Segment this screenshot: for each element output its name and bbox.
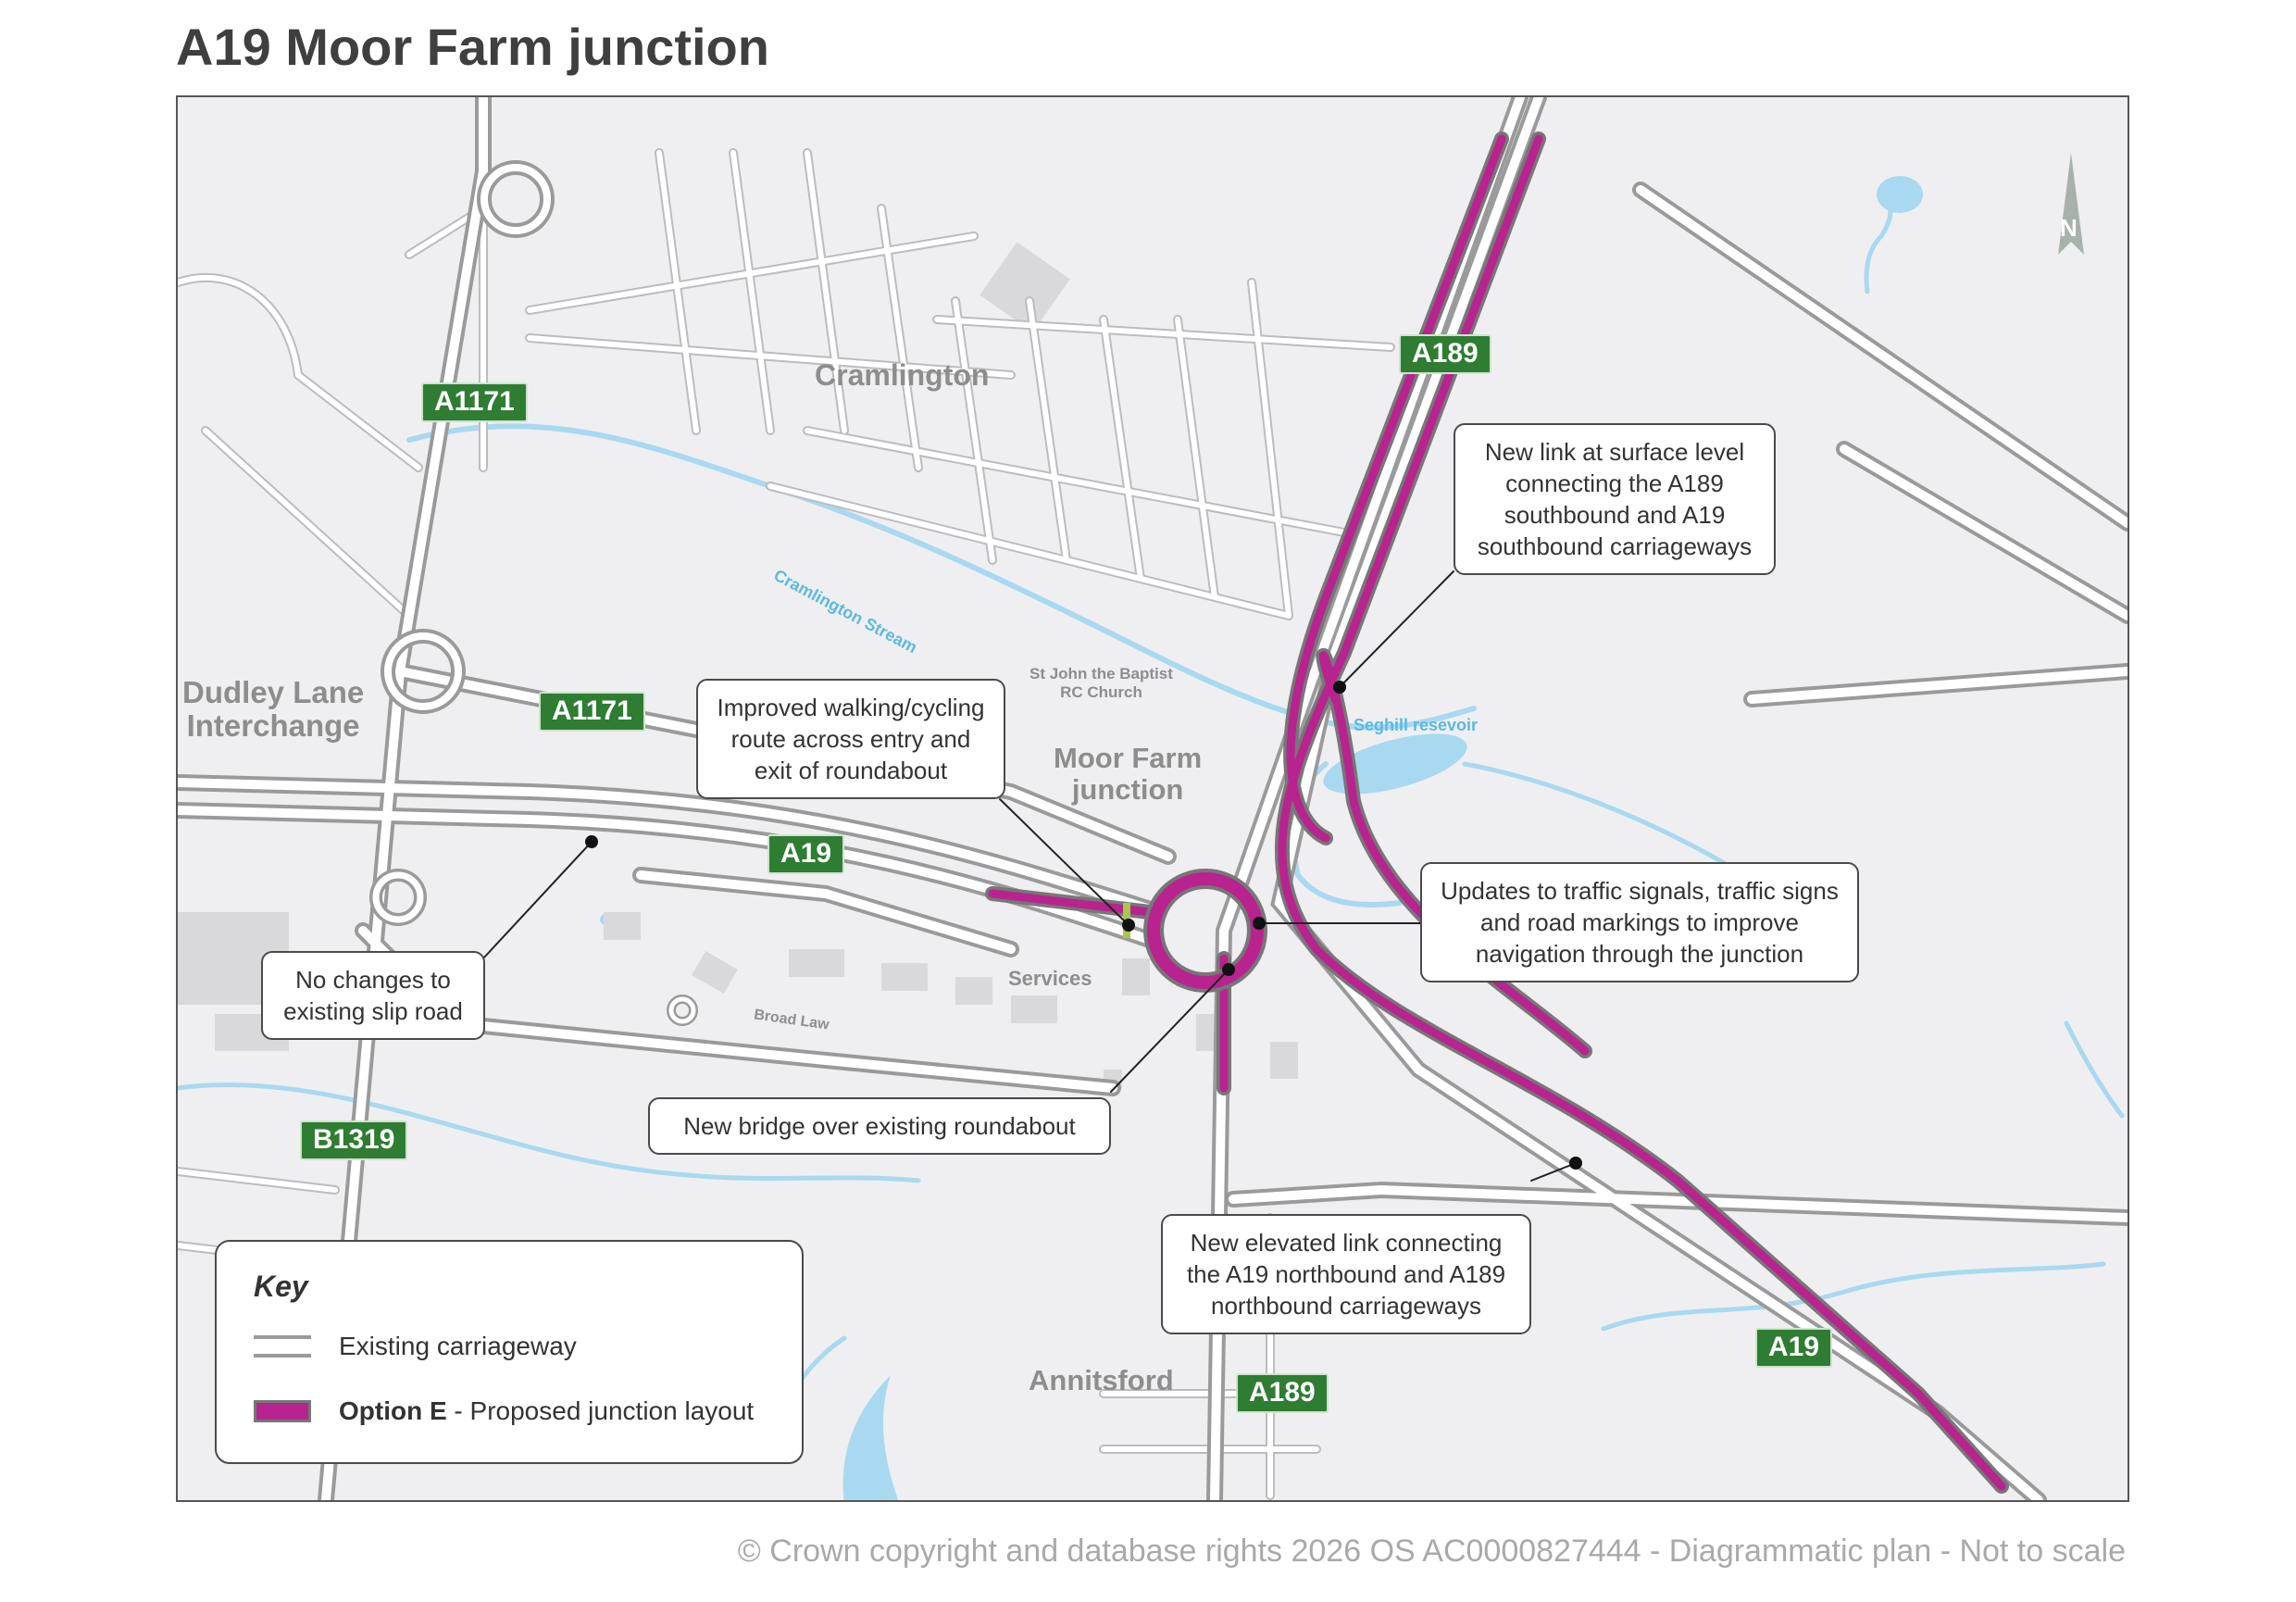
key-existing-label: Existing carriageway	[339, 1332, 577, 1360]
road-shield-a19-south: A19	[1755, 1328, 1833, 1368]
road-shield-a1171-east: A1171	[539, 692, 645, 732]
map-key: Key Existing carriageway Option E - Prop…	[215, 1240, 804, 1464]
proposed-layout-swatch	[254, 1400, 311, 1422]
page-title: A19 Moor Farm junction	[176, 18, 769, 76]
callout-elevated-link: New elevated link connecting the A19 nor…	[1161, 1214, 1531, 1334]
place-moor-farm-junction: Moor Farm junction	[1054, 742, 1203, 807]
place-services: Services	[1008, 967, 1092, 990]
callout-new-bridge: New bridge over existing roundabout	[648, 1097, 1111, 1155]
road-shield-a189-south: A189	[1236, 1373, 1329, 1413]
callout-traffic-signals: Updates to traffic signals, traffic sign…	[1420, 862, 1859, 982]
existing-carriageway-swatch	[254, 1335, 311, 1358]
key-title: Key	[254, 1270, 308, 1303]
label-seghill-reservoir: Seghill resevoir	[1354, 716, 1479, 734]
key-proposed-label: Option E - Proposed junction layout	[339, 1396, 755, 1425]
road-shield-b1319: B1319	[300, 1120, 408, 1160]
place-annitsford: Annitsford	[1029, 1364, 1174, 1396]
north-label: N	[2060, 214, 2078, 242]
callout-walking-cycling: Improved walking/cycling route across en…	[696, 679, 1005, 799]
seghill-reservoir	[1323, 733, 1467, 795]
copyright-footer: © Crown copyright and database rights 20…	[737, 1533, 2126, 1569]
map-panel[interactable]: Cramlington Dudley Lane Interchange Moor…	[176, 95, 2129, 1502]
pond-south	[842, 1375, 899, 1500]
key-row-proposed: Option E - Proposed junction layout	[254, 1396, 754, 1426]
callout-slip-road: No changes to existing slip road	[261, 951, 485, 1040]
callout-new-link-surface: New link at surface level connecting the…	[1454, 423, 1776, 575]
place-dudley-lane-interchange: Dudley Lane Interchange	[182, 675, 365, 744]
key-row-existing: Existing carriageway	[254, 1332, 577, 1361]
road-shield-a19-west: A19	[767, 834, 845, 874]
road-shield-a1171-north: A1171	[421, 382, 528, 422]
place-church: St John the Baptist RC Church	[1029, 665, 1173, 702]
road-shield-a189-north: A189	[1399, 334, 1491, 374]
map-canvas	[178, 97, 2128, 1500]
place-cramlington: Cramlington	[815, 358, 990, 392]
